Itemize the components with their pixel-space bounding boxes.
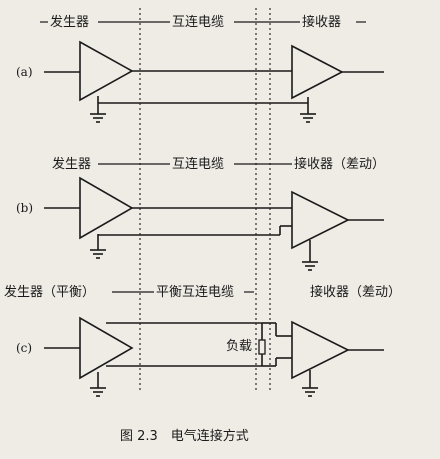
section-b-cable-label: 互连电缆 — [172, 156, 224, 172]
section-c-load-label: 负载 — [226, 339, 252, 354]
generator-amplifier-c — [79, 316, 134, 380]
section-b-row-label: (b) — [16, 201, 33, 215]
ground-icon — [300, 113, 316, 123]
receiver-amplifier-b — [291, 190, 350, 250]
section-a-cable-label: 互连电缆 — [172, 14, 224, 30]
receiver-amplifier-a — [291, 44, 344, 100]
section-b: 发生器 互连电缆 接收器（差动） (b) — [16, 156, 385, 271]
section-c-cable-label: 平衡互连电缆 — [156, 284, 234, 300]
ground-icon — [302, 261, 318, 271]
section-a-receiver-label: 接收器 — [302, 14, 341, 30]
section-c-receiver-label: 接收器（差动） — [310, 284, 401, 300]
section-a-row-label: (a) — [16, 65, 33, 79]
ground-icon — [90, 387, 106, 397]
ground-icon — [90, 113, 106, 123]
load-resistor — [258, 339, 266, 355]
section-c: 发生器（平衡） 平衡互连电缆 接收器（差动） (c) 负载 — [4, 284, 401, 397]
section-dividers — [139, 8, 271, 392]
section-a-generator-label: 发生器 — [50, 14, 89, 30]
generator-amplifier-b — [79, 176, 134, 240]
section-a: 发生器 互连电缆 接收器 (a) — [16, 14, 384, 123]
receiver-amplifier-c — [291, 320, 350, 380]
generator-amplifier-a — [79, 40, 134, 102]
section-b-receiver-label: 接收器（差动） — [294, 156, 385, 172]
ground-icon — [90, 249, 106, 259]
section-b-generator-label: 发生器 — [52, 156, 91, 172]
section-c-row-label: (c) — [16, 341, 32, 355]
section-c-generator-label: 发生器（平衡） — [4, 284, 95, 300]
figure-caption: 图 2.3 电气连接方式 — [120, 428, 249, 444]
ground-icon — [302, 387, 318, 397]
